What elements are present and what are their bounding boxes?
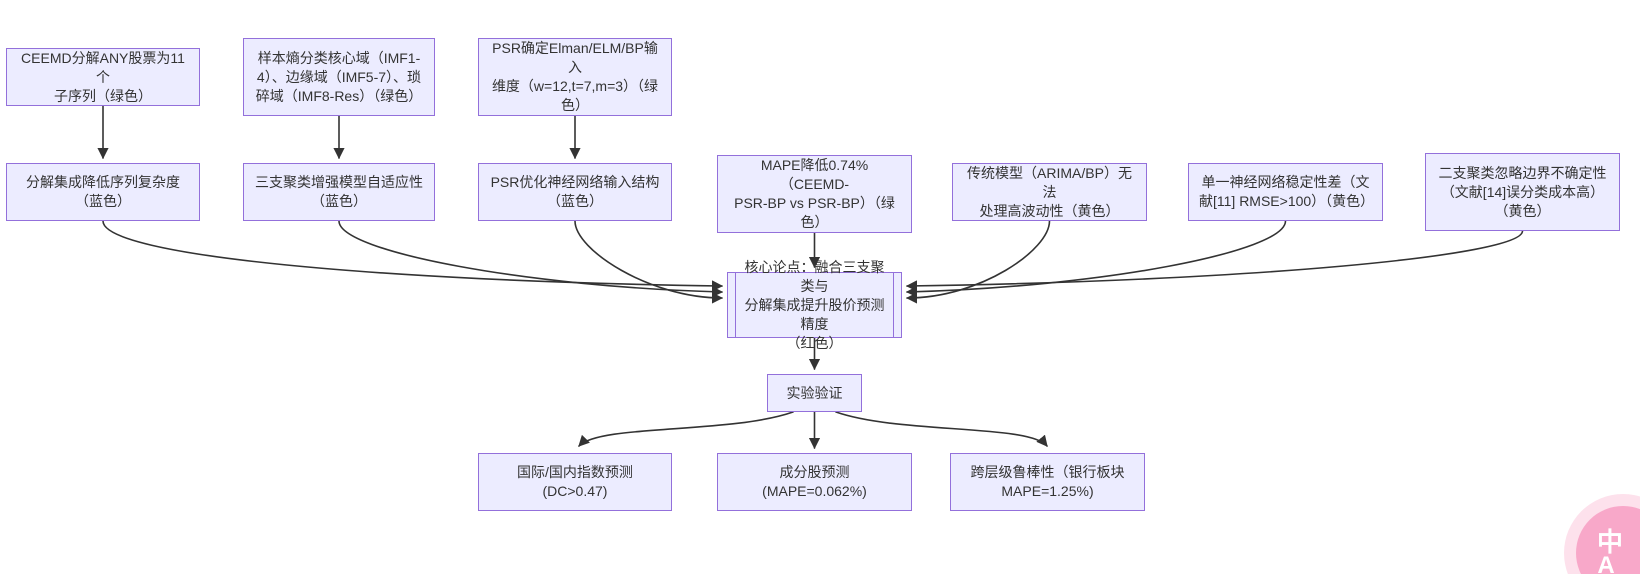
translate-button[interactable]: 中 A (1576, 506, 1640, 574)
edge-singlenn-to-core (905, 220, 1287, 298)
translate-button-zh-label: 中 (1596, 527, 1623, 557)
node-single-nn-instability-label: 单一神经网络稳定性差（文 献[11] RMSE>100）（黄色） (1199, 174, 1375, 209)
node-index-prediction: 国际/国内指数预测 (DC>0.47) (478, 453, 672, 511)
edge-decomp-to-core (102, 220, 724, 292)
node-decomposition-ensemble-label: 分解集成降低序列复杂度 （蓝色） (26, 174, 180, 209)
edge-twoway-to-core (905, 230, 1524, 292)
node-mape-reduction-label: MAPE降低0.74%（CEEMD- PSR-BP vs PSR-BP）（绿 色… (734, 157, 895, 230)
node-decomposition-ensemble: 分解集成降低序列复杂度 （蓝色） (6, 163, 200, 221)
node-sample-entropy: 样本熵分类核心域（IMF1- 4）、边缘域（IMF5-7）、琐 碎域（IMF8-… (243, 38, 435, 116)
node-mape-reduction: MAPE降低0.74%（CEEMD- PSR-BP vs PSR-BP）（绿 色… (717, 155, 912, 233)
node-threeway-clustering-label: 三支聚类增强模型自适应性 （蓝色） (255, 174, 423, 209)
edge-experiment-to-robust (835, 411, 1048, 447)
node-single-nn-instability: 单一神经网络稳定性差（文 献[11] RMSE>100）（黄色） (1188, 163, 1383, 221)
node-ceemd-decompose-label: CEEMD分解ANY股票为11个 子序列（绿色） (21, 49, 185, 104)
edge-psropt-to-core (574, 220, 724, 304)
node-stock-prediction-label: 成分股预测 (MAPE=0.062%) (762, 464, 867, 499)
node-psr-optimization-label: PSR优化神经网络输入结构 （蓝色） (490, 174, 660, 209)
node-psr-input-dimension: PSR确定Elman/ELM/BP输入 维度（w=12,t=7,m=3）（绿 色… (478, 38, 672, 116)
node-index-prediction-label: 国际/国内指数预测 (DC>0.47) (517, 464, 633, 499)
node-experiment-validation: 实验验证 (767, 374, 862, 412)
node-experiment-validation-label: 实验验证 (786, 384, 843, 401)
node-twoway-clustering: 二支聚类忽略边界不确定性 （文献[14]误分类成本高） （黄色） (1425, 153, 1620, 231)
edge-traditional-to-core (905, 220, 1051, 304)
edge-threeway-to-core (338, 220, 724, 298)
node-psr-optimization: PSR优化神经网络输入结构 （蓝色） (478, 163, 672, 221)
node-psr-input-dimension-label: PSR确定Elman/ELM/BP输入 维度（w=12,t=7,m=3）（绿 色… (491, 40, 659, 113)
node-traditional-models: 传统模型（ARIMA/BP）无法 处理高波动性（黄色） (952, 163, 1147, 221)
node-stock-prediction: 成分股预测 (MAPE=0.062%) (717, 453, 912, 511)
node-robustness-label: 跨层级鲁棒性（银行板块 MAPE=1.25%) (970, 464, 1125, 499)
node-ceemd-decompose: CEEMD分解ANY股票为11个 子序列（绿色） (6, 48, 200, 106)
translate-button-en-label: A (1597, 552, 1615, 574)
node-sample-entropy-label: 样本熵分类核心域（IMF1- 4）、边缘域（IMF5-7）、琐 碎域（IMF8-… (255, 49, 423, 104)
node-traditional-models-label: 传统模型（ARIMA/BP）无法 处理高波动性（黄色） (967, 164, 1132, 219)
node-threeway-clustering: 三支聚类增强模型自适应性 （蓝色） (243, 163, 435, 221)
node-core-thesis-label: 核心论点：融合三支聚类与 分解集成提升股价预测精度 （红色） (744, 258, 885, 351)
edge-experiment-to-index (578, 411, 794, 447)
node-robustness: 跨层级鲁棒性（银行板块 MAPE=1.25%) (950, 453, 1145, 511)
node-twoway-clustering-label: 二支聚类忽略边界不确定性 （文献[14]误分类成本高） （黄色） (1438, 164, 1607, 219)
node-core-thesis: 核心论点：融合三支聚类与 分解集成提升股价预测精度 （红色） (727, 259, 902, 351)
